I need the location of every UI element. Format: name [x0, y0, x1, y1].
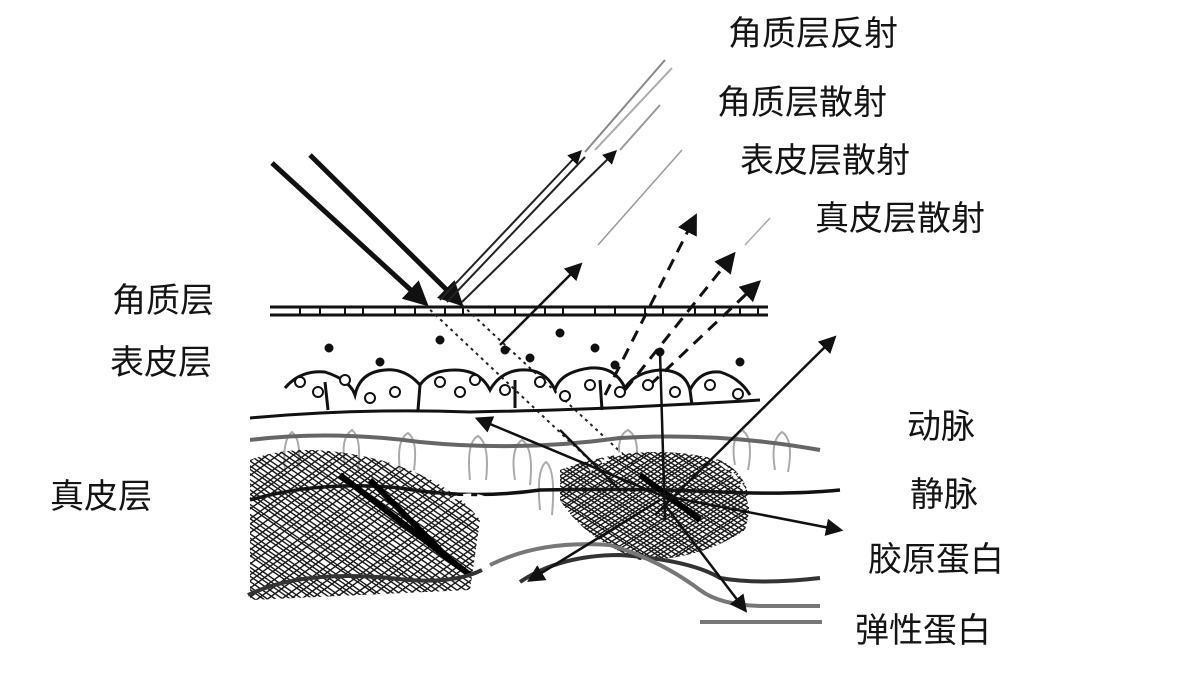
label-collagen: 胶原蛋白 [868, 540, 1004, 580]
label-epidermis: 表皮层 [110, 343, 212, 383]
fiber-region-outlines [449, 444, 754, 567]
internal-scattering-rays [474, 335, 844, 613]
label-epidermis-scattering: 表皮层散射 [740, 141, 910, 181]
epidermis-dermis-junction [249, 366, 761, 420]
elastin-band [489, 542, 822, 624]
epidermis-cells [294, 328, 745, 404]
vein-vessel [249, 483, 841, 502]
label-stratum-corneum-reflection: 角质层反射 [728, 14, 898, 54]
label-dermis: 真皮层 [50, 477, 152, 517]
label-vein: 静脉 [910, 475, 978, 515]
artery-vessel [249, 433, 821, 452]
dermis-scattering-rays [603, 213, 762, 396]
collagen-fiber-bundle-left [250, 450, 480, 600]
penetration-paths [424, 304, 641, 471]
reflection-rays [439, 59, 771, 303]
collagen-band [247, 552, 821, 597]
label-artery: 动脉 [907, 407, 975, 447]
label-dermis-scattering: 真皮层散射 [815, 199, 985, 239]
epidermis-scattering-ray [499, 262, 583, 346]
incident-light-rays [270, 153, 464, 307]
label-stratum-corneum: 角质层 [112, 281, 214, 321]
label-stratum-corneum-scattering: 角质层散射 [717, 83, 887, 123]
label-elastin: 弹性蛋白 [855, 611, 991, 651]
stratum-corneum-band [270, 305, 768, 317]
